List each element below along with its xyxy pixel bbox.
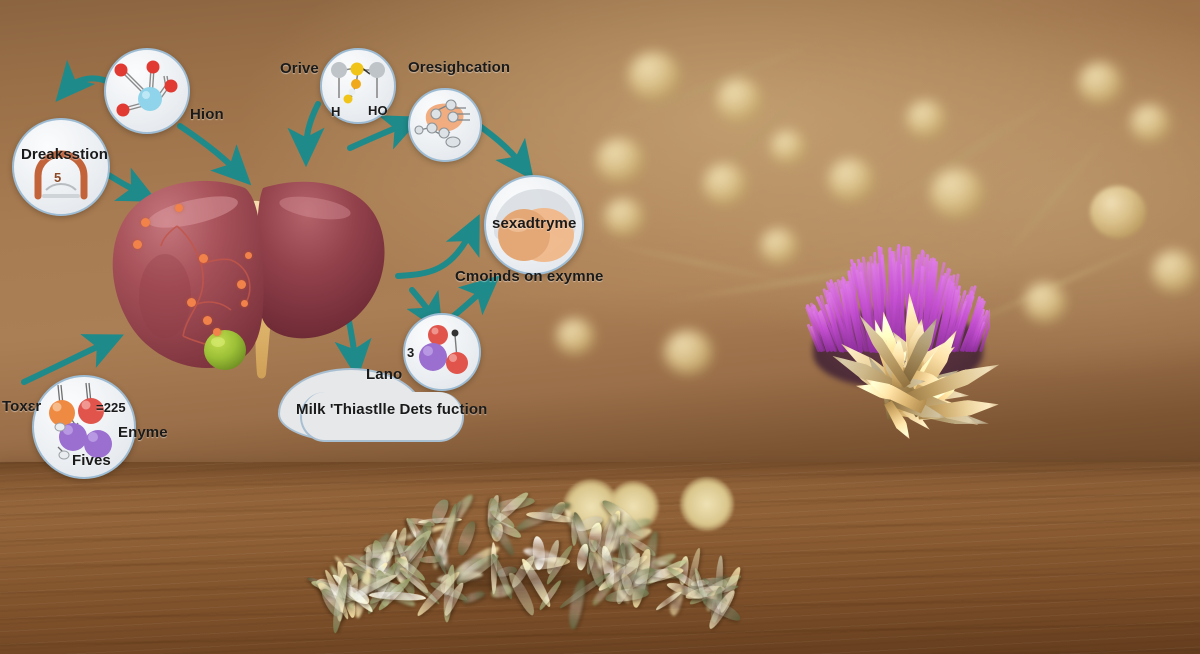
arrow-oxidation-to-enzyme [474,122,526,170]
arrow-toxin-to-liver [24,340,112,382]
node-hion-molecule[interactable] [104,48,190,134]
node-lano-molecule[interactable]: 3 [403,313,481,391]
node-enzyme[interactable]: sexadtryme [484,175,584,275]
label-fives: Fives [72,452,111,469]
molecule-label-three: 3 [407,345,414,360]
node-enzyme-inner-label: sexadtryme [492,215,576,232]
label-orive: Orive [280,60,319,77]
node-breakdown-inner-label: Dreaksstion [21,146,108,163]
arrow-orive-to-liver [306,104,318,154]
label-enzyme: Enyme [118,424,168,441]
arrow-orive-to-oxidation [350,122,410,148]
label-milk-thistle-detox: Milk 'Thiastlle Dets fuction [296,401,487,418]
label-oxidation: Oresighcation [408,59,510,76]
toxin-mass-label: =225 [96,400,126,415]
label-compounds-on-enzyme: Cmoinds on exymne [455,268,603,285]
node-orive-molecule[interactable]: H HO [320,48,396,124]
node-breakdown[interactable]: Dreaksstion 5 [12,118,110,216]
node-oxidation-cell[interactable] [408,88,482,162]
liver-illustration [105,168,395,383]
gallbladder [204,330,246,370]
label-toxin: Toxɛr [2,398,41,415]
label-hion: Hion [190,106,224,123]
molecule-label-h: H [331,104,341,119]
node-breakdown-number: 5 [54,170,61,185]
molecule-label-ho: HO [368,103,388,118]
label-lano: Lano [366,366,402,383]
